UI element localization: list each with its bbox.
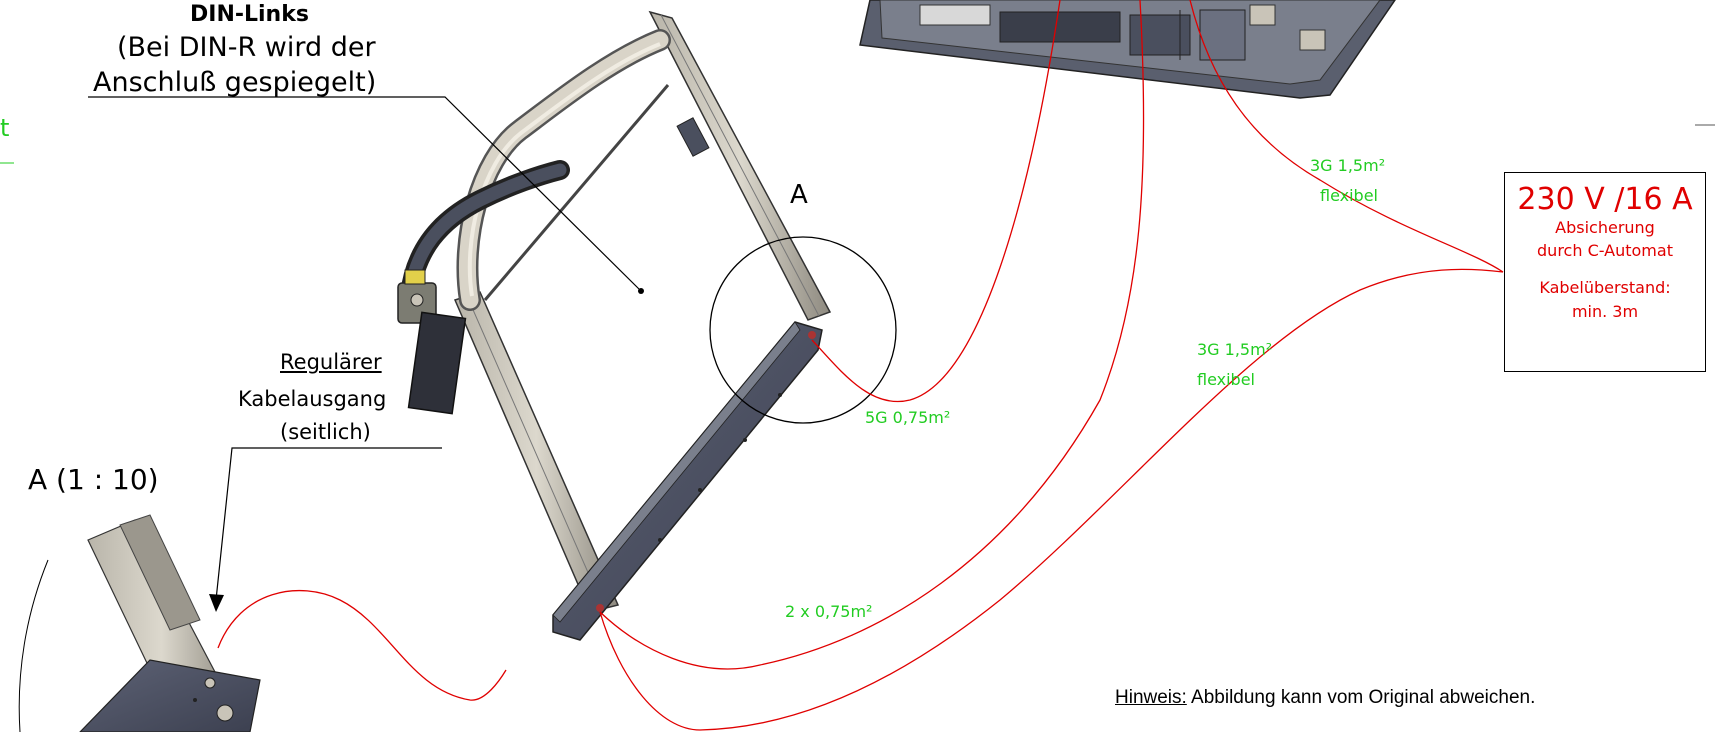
subtitle-line-1: (Bei DIN-R wird der: [117, 32, 376, 63]
cable-spec-3: 5G 0,75m²: [865, 408, 951, 427]
frame-assembly: [397, 10, 832, 641]
drawing-title: DIN-Links: [190, 2, 309, 27]
note-prefix: Hinweis:: [1115, 687, 1187, 708]
edge-fragment: t: [0, 114, 10, 142]
supply-line-3: Kabelüberstand:: [1539, 278, 1671, 298]
detail-view: [18, 514, 261, 732]
cable-detail: [217, 589, 507, 701]
cable-5g: [811, 0, 1061, 403]
supply-voltage: 230 V /16 A: [1517, 182, 1693, 217]
power-supply-box: 230 V /16 A Absicherung durch C-Automat …: [1504, 172, 1706, 372]
note-text: Abbildung kann vom Original abweichen.: [1186, 687, 1536, 708]
motor: [397, 269, 467, 415]
supply-line-2: durch C-Automat: [1537, 241, 1673, 261]
regular-exit-line-1: Regulärer: [280, 350, 382, 374]
regular-exit-line-2: Kabelausgang: [238, 387, 387, 411]
machine-housing: [859, 0, 1396, 99]
cable-spec-1-flex: flexibel: [1320, 186, 1378, 205]
supply-line-4: min. 3m: [1571, 301, 1639, 321]
cable-3g-top: [1189, 0, 1504, 273]
detail-marker-label: A: [790, 180, 808, 210]
cable-spec-2-type: 3G 1,5m²: [1197, 340, 1273, 359]
cable-spec-1-type: 3G 1,5m²: [1310, 156, 1386, 175]
cable-3g-bottom: [599, 268, 1504, 731]
regular-exit-line-3: (seitlich): [280, 420, 371, 444]
disclaimer-note: Hinweis: Abbildung kann vom Original abw…: [1115, 688, 1535, 707]
supply-line-1: Absicherung: [1555, 218, 1655, 237]
cables: [217, 0, 1504, 731]
subtitle-line-2: Anschluß gespiegelt): [93, 67, 377, 98]
detail-scale-label: A (1 : 10): [28, 463, 159, 496]
cable-2x075: [599, 0, 1145, 670]
cable-spec-2-flex: flexibel: [1197, 370, 1255, 389]
cable-spec-4: 2 x 0,75m²: [785, 602, 873, 621]
